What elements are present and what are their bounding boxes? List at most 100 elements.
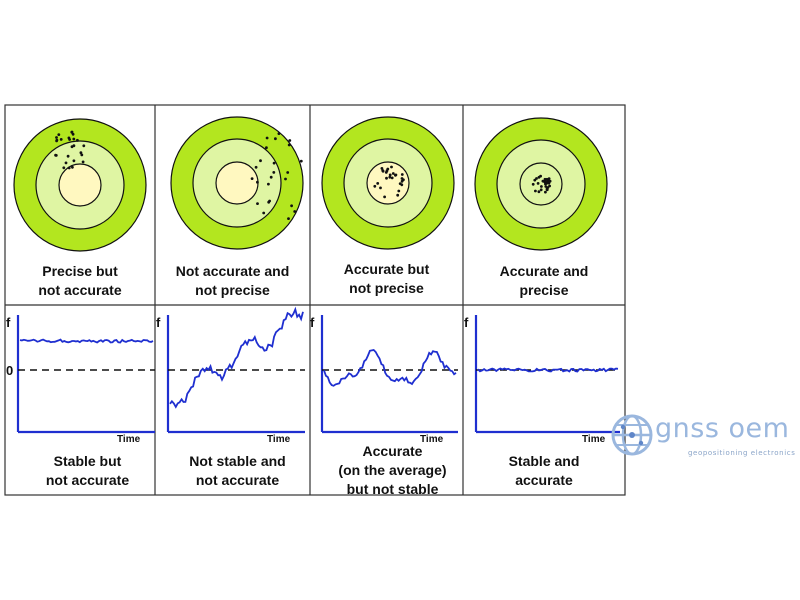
caption-line: Not accurate and — [175, 263, 290, 279]
target-shot — [290, 204, 293, 208]
gnss-oem-logo: gnss oem geopositioning electronics — [610, 413, 800, 461]
target-shot — [391, 172, 395, 175]
caption-line: not accurate — [45, 472, 130, 488]
target-shot — [80, 153, 84, 157]
axis-label-f: f — [156, 315, 161, 330]
target-shot — [269, 175, 273, 179]
target-shot — [55, 136, 58, 139]
target-shot — [381, 169, 385, 173]
target-shot — [388, 173, 392, 177]
target-shot — [540, 185, 543, 188]
logo-name: gnss oem — [655, 413, 790, 444]
target-shot — [397, 189, 401, 193]
target-shot — [79, 151, 83, 155]
target-shot — [256, 202, 259, 206]
frequency-trace — [169, 306, 304, 409]
plot-caption-3: Accurate (on the average) but not stable — [310, 442, 475, 499]
target-shot — [64, 161, 68, 165]
target-shot — [62, 166, 66, 170]
target-shot — [76, 138, 79, 142]
target-shot — [379, 186, 382, 190]
frequency-trace — [477, 367, 619, 373]
caption-line: Accurate — [362, 443, 423, 459]
target-bullseye — [215, 161, 259, 205]
target-shot — [299, 159, 303, 163]
target-shot — [545, 187, 549, 191]
target-shot — [402, 178, 405, 182]
target-shot — [287, 217, 290, 221]
target-shot — [544, 182, 547, 186]
target-shot — [388, 175, 392, 179]
caption-line: Precise but — [42, 263, 118, 279]
axis-label-f: f — [464, 315, 469, 330]
target-shot — [537, 175, 541, 179]
caption-line: Stable and — [508, 453, 580, 469]
target-2 — [170, 116, 304, 250]
target-shot — [398, 182, 402, 186]
target-shot — [72, 159, 76, 163]
target-bullseye — [58, 163, 102, 207]
target-shot — [272, 161, 276, 165]
target-shot — [533, 178, 537, 182]
target-shot — [537, 190, 541, 194]
target-shot — [71, 165, 74, 169]
target-shot — [544, 190, 547, 194]
target-shot — [548, 179, 552, 183]
target-shot — [384, 171, 388, 174]
target-shot — [254, 165, 258, 169]
target-shot — [287, 143, 291, 147]
axis-label-f: f — [310, 315, 315, 330]
target-shot — [72, 137, 76, 141]
target-shot — [70, 130, 74, 134]
target-1 — [13, 118, 147, 252]
target-shot — [293, 210, 297, 213]
target-shot — [274, 137, 277, 141]
target-shot — [390, 165, 393, 169]
target-shot — [81, 160, 85, 164]
axis-label-time: Time — [267, 434, 291, 445]
caption-line: (on the average) — [338, 462, 447, 478]
target-shot — [385, 176, 388, 180]
caption-line: not precise — [195, 282, 270, 298]
target-shot — [57, 133, 61, 137]
target-shot — [268, 199, 271, 203]
caption-line: not accurate — [38, 282, 122, 298]
frequency-trace — [323, 349, 457, 387]
target-shot — [55, 138, 59, 142]
target-caption-4: Accurate and precise — [463, 262, 625, 300]
target-shot — [396, 193, 400, 197]
plot-caption-2: Not stable and not accurate — [155, 452, 320, 490]
target-shot — [262, 211, 266, 215]
caption-line: precise — [519, 282, 569, 298]
target-shot — [272, 171, 276, 174]
axis-label-time: Time — [420, 434, 444, 445]
target-shot — [66, 154, 70, 158]
caption-line: but not stable — [346, 481, 439, 497]
target-shot — [373, 184, 377, 188]
target-shot — [265, 146, 268, 150]
axis-label-zero: 0 — [6, 363, 13, 378]
target-shot — [59, 138, 63, 141]
target-shot — [286, 171, 290, 174]
axis-label-time: Time — [582, 434, 606, 445]
target-bullseye — [519, 162, 563, 206]
target-shot — [531, 182, 535, 186]
globe-network-icon — [611, 414, 653, 456]
axis-label-f: f — [6, 315, 11, 330]
target-shot — [390, 176, 394, 180]
target-shot — [265, 136, 269, 140]
target-shot — [544, 180, 547, 184]
target-4 — [474, 117, 608, 251]
target-shot — [284, 177, 287, 181]
target-caption-3: Accurate but not precise — [310, 260, 463, 298]
caption-line: Accurate but — [343, 261, 430, 277]
caption-line: Stable but — [53, 453, 122, 469]
target-shot — [380, 167, 384, 170]
target-caption-1: Precise but not accurate — [5, 262, 155, 300]
target-shot — [288, 139, 292, 142]
target-shot — [71, 132, 75, 136]
target-shot — [394, 173, 398, 177]
caption-line: Not stable and — [189, 453, 286, 469]
